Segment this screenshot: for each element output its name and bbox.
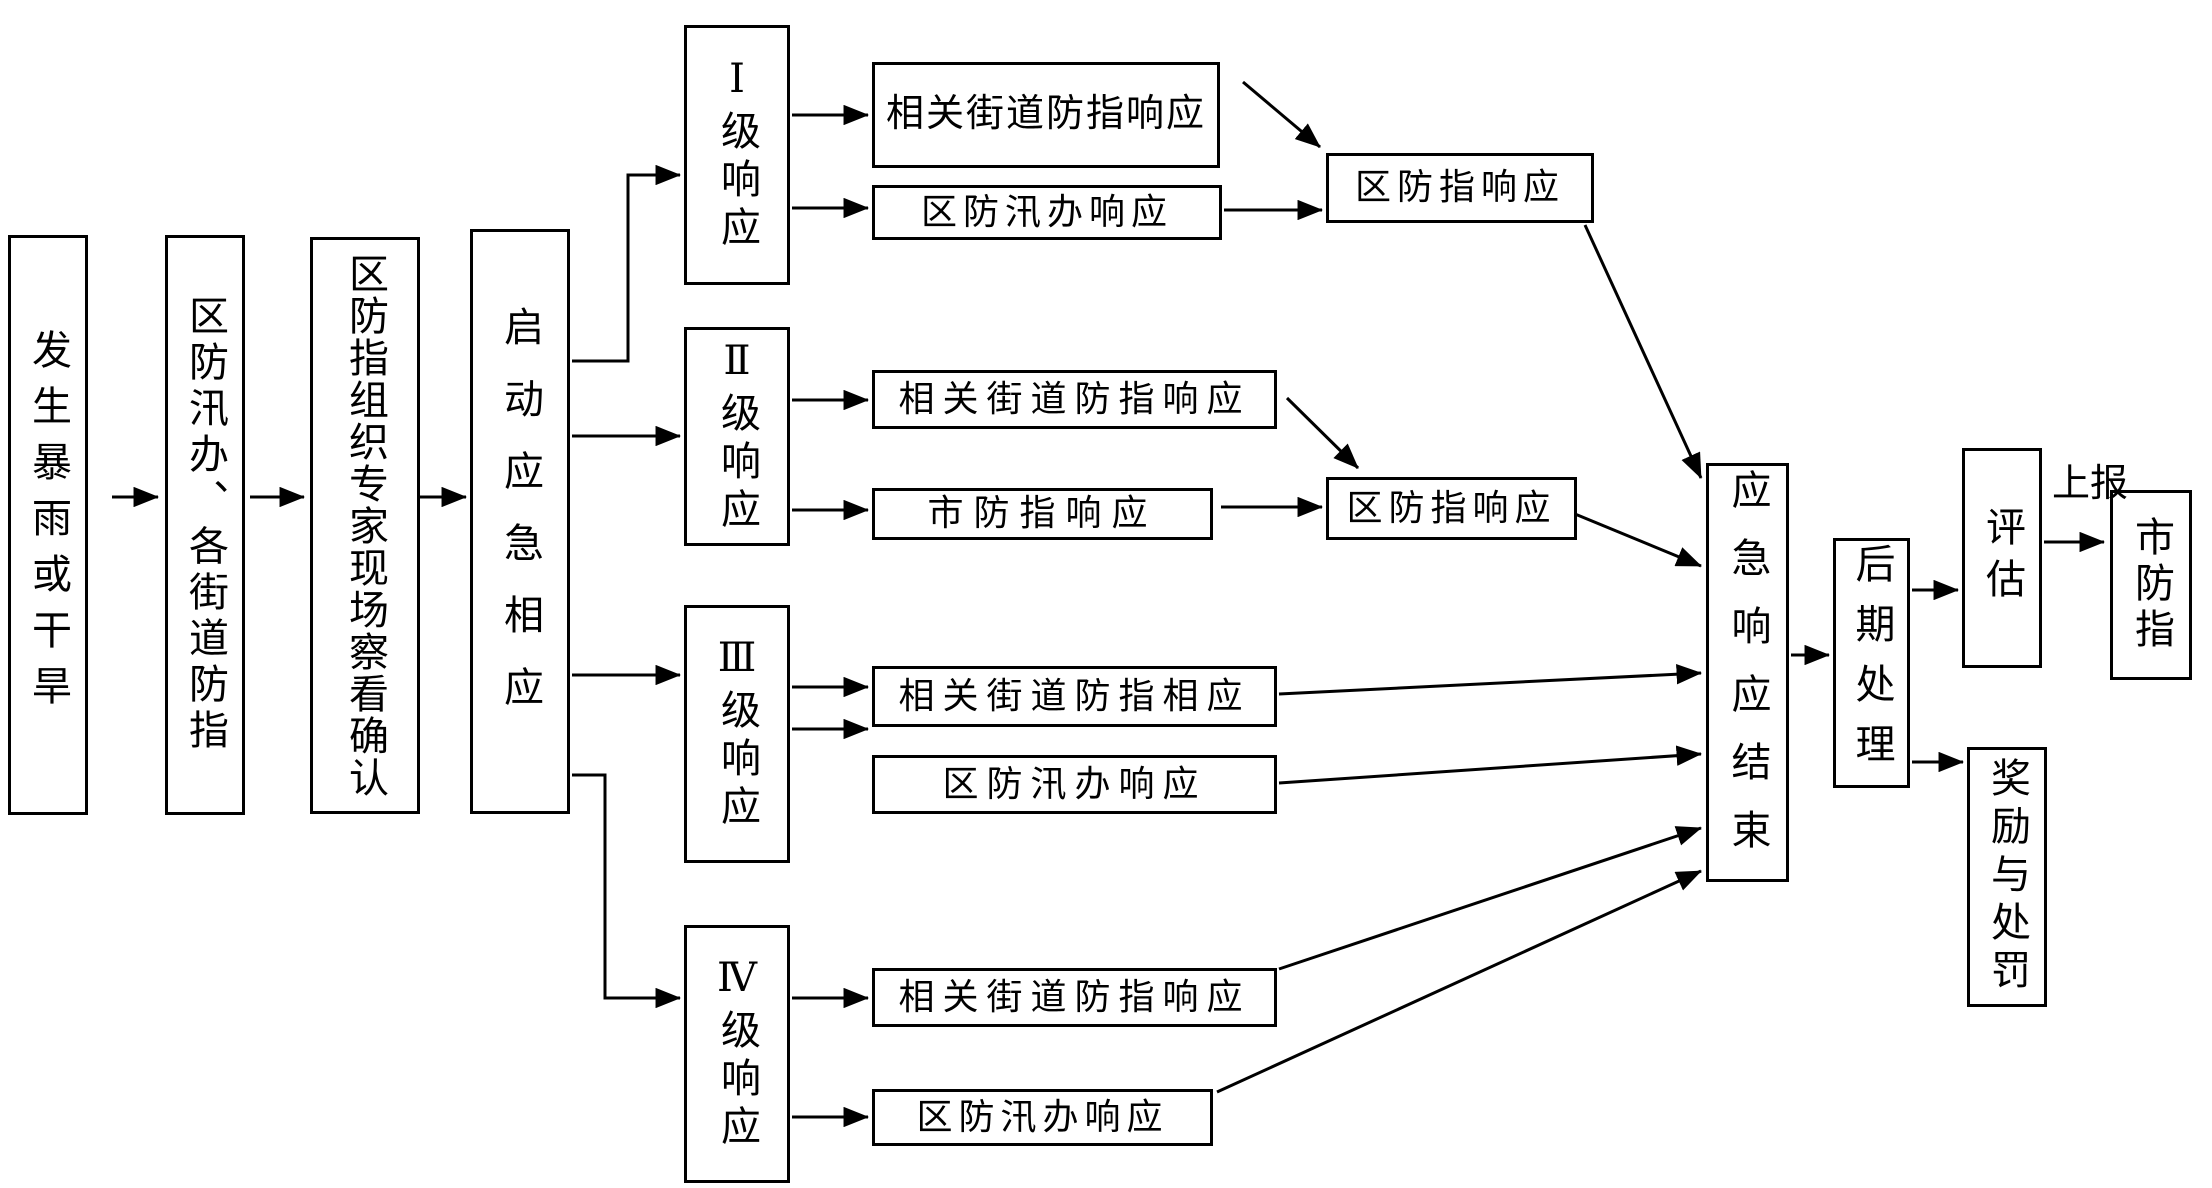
node-emergency-response-end: 应急响应结束 bbox=[1706, 463, 1789, 882]
connector-start-to-level1 bbox=[572, 164, 682, 363]
connector-l1-street-to-district-hq bbox=[1242, 80, 1321, 149]
node-expert-site-confirmation: 区防指组织专家现场察看确认 bbox=[310, 237, 420, 814]
connector-l3-office-to-end bbox=[1278, 745, 1703, 785]
node-district-office-street-hq: 区防汛办、各街道防指 bbox=[165, 235, 245, 815]
node-l2-city-hq-response-label: 市防指响应 bbox=[927, 493, 1158, 534]
node-l4-district-office-response: 区防汛办响应 bbox=[872, 1089, 1213, 1146]
node-start-emergency-response-label: 启动应急相应 bbox=[498, 305, 543, 738]
node-district-hq-response-upper-label: 区防指响应 bbox=[1354, 167, 1565, 208]
node-emergency-response-end-label: 应急响应结束 bbox=[1725, 468, 1771, 877]
connector-district-hq-lower-to-end bbox=[1574, 512, 1702, 568]
node-l1-street-hq-response: 相关街道防指响应 bbox=[872, 62, 1220, 168]
node-l3-district-office-response: 区防汛办响应 bbox=[872, 755, 1277, 814]
node-l4-street-hq-response: 相关街道防指响应 bbox=[872, 968, 1277, 1027]
node-l2-street-hq-response-label: 相关街道防指响应 bbox=[898, 378, 1251, 419]
node-level-4-response: Ⅳ级响应 bbox=[684, 925, 790, 1183]
node-post-processing: 后期处理 bbox=[1833, 538, 1910, 788]
label-report-up: 上报 bbox=[2052, 463, 2129, 505]
node-l1-street-hq-response-label: 相关街道防指响应 bbox=[885, 93, 1206, 136]
node-l2-street-hq-response: 相关街道防指响应 bbox=[872, 370, 1277, 429]
node-l4-street-hq-response-label: 相关街道防指响应 bbox=[898, 976, 1251, 1017]
node-level-1-response: Ⅰ级响应 bbox=[684, 25, 790, 285]
node-level-3-response: Ⅲ级响应 bbox=[684, 605, 790, 863]
connector-l2-street-to-district-hq bbox=[1285, 396, 1360, 470]
connector-l4-office-to-end bbox=[1216, 869, 1702, 1094]
node-district-hq-response-lower-label: 区防指响应 bbox=[1346, 487, 1557, 528]
node-level-3-response-label: Ⅲ级响应 bbox=[715, 635, 760, 833]
node-district-office-street-hq-label: 区防汛办、各街道防指 bbox=[183, 295, 228, 755]
node-l3-street-hq-response-label: 相关街道防指相应 bbox=[898, 675, 1251, 716]
node-reward-and-punishment: 奖励与处罚 bbox=[1967, 747, 2047, 1007]
node-evaluation: 评估 bbox=[1962, 448, 2042, 668]
node-l2-city-hq-response: 市防指响应 bbox=[872, 488, 1213, 540]
connector-district-hq-upper-to-end bbox=[1583, 224, 1703, 479]
node-district-hq-response-lower: 区防指响应 bbox=[1326, 477, 1577, 540]
node-storm-or-drought-label: 发生暴雨或干旱 bbox=[26, 329, 71, 721]
node-city-flood-hq: 市防指 bbox=[2110, 490, 2192, 680]
node-l1-district-office-response-label: 区防汛办响应 bbox=[920, 191, 1173, 232]
connector-l4-street-to-end bbox=[1278, 826, 1702, 971]
node-l3-district-office-response-label: 区防汛办响应 bbox=[942, 763, 1207, 804]
node-level-1-response-label: Ⅰ级响应 bbox=[715, 56, 760, 254]
node-l3-street-hq-response: 相关街道防指相应 bbox=[872, 666, 1277, 727]
node-city-flood-hq-label: 市防指 bbox=[2129, 516, 2174, 654]
node-l4-district-office-response-label: 区防汛办响应 bbox=[916, 1096, 1169, 1137]
node-expert-site-confirmation-label: 区防指组织专家现场察看确认 bbox=[343, 252, 388, 799]
node-post-processing-label: 后期处理 bbox=[1849, 543, 1895, 783]
node-level-2-response: Ⅱ级响应 bbox=[684, 327, 790, 546]
node-l1-district-office-response: 区防汛办响应 bbox=[872, 185, 1222, 240]
node-storm-or-drought: 发生暴雨或干旱 bbox=[8, 235, 88, 815]
node-evaluation-label: 评估 bbox=[1980, 506, 2025, 610]
node-level-2-response-label: Ⅱ级响应 bbox=[715, 337, 760, 536]
node-level-4-response-label: Ⅳ级响应 bbox=[715, 955, 760, 1153]
connector-l3-street-to-end bbox=[1278, 664, 1703, 696]
connector-start-to-level4 bbox=[572, 773, 682, 1009]
node-start-emergency-response: 启动应急相应 bbox=[470, 229, 570, 814]
node-reward-and-punishment-label: 奖励与处罚 bbox=[1985, 757, 2030, 997]
node-district-hq-response-upper: 区防指响应 bbox=[1326, 153, 1594, 223]
